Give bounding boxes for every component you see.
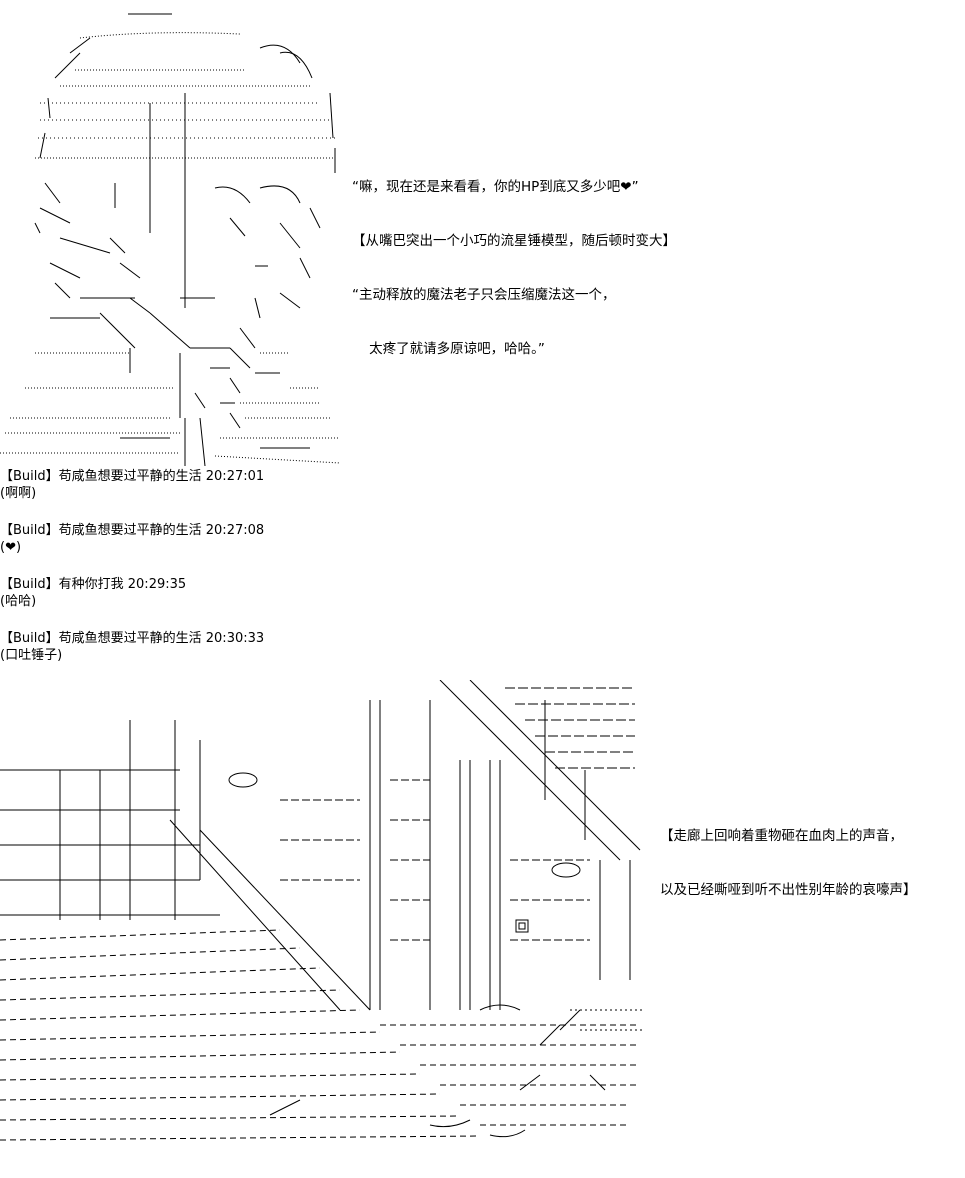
chat-body: (口吐锤子) <box>0 648 63 663</box>
dialogue-line: 【从嘴巴突出一个小巧的流星锤模型，随后顿时变大】 <box>352 233 676 249</box>
chat-body: (啊啊) <box>0 486 37 501</box>
dialogue-line: “嘛，现在还是来看看，你的HP到底又多少吧❤” <box>352 179 639 195</box>
chat-header: 【Build】有种你打我 20:29:35 <box>0 577 187 592</box>
dialogue-text: “嘛，现在还是来看看，你的HP到底又多少吧❤” 【从嘴巴突出一个小巧的流星锤模型… <box>352 142 752 376</box>
character-ascii-art <box>0 8 345 466</box>
chat-body: (❤) <box>0 540 22 555</box>
corridor-ascii-art-drawing <box>0 680 645 1141</box>
chat-entry: 【Build】有种你打我 20:29:35 (哈哈) <box>0 576 340 610</box>
scene-caption: 【走廊上回响着重物砸在血肉上的声音， 以及已经嘶哑到听不出性别年龄的哀嚎声】 <box>660 791 965 917</box>
character-ascii-art-drawing <box>0 13 341 466</box>
dialogue-line: “主动释放的魔法老子只会压缩魔法这一个， <box>352 287 616 303</box>
chat-entry: 【Build】苟咸鱼想要过平静的生活 20:27:01 (啊啊) <box>0 468 340 502</box>
dialogue-line: 太疼了就请多原谅吧，哈哈。” <box>352 341 545 357</box>
chat-entry: 【Build】苟咸鱼想要过平静的生活 20:30:33 (口吐锤子) <box>0 630 340 664</box>
corridor-ascii-art <box>0 680 650 1155</box>
chat-log: 【Build】苟咸鱼想要过平静的生活 20:27:01 (啊啊) 【Build】… <box>0 468 340 684</box>
caption-line: 以及已经嘶哑到听不出性别年龄的哀嚎声】 <box>660 882 917 898</box>
chat-header: 【Build】苟咸鱼想要过平静的生活 20:27:08 <box>0 523 265 538</box>
chat-header: 【Build】苟咸鱼想要过平静的生活 20:27:01 <box>0 469 265 484</box>
chat-body: (哈哈) <box>0 594 37 609</box>
chat-entry: 【Build】苟咸鱼想要过平静的生活 20:27:08 (❤) <box>0 522 340 556</box>
caption-line: 【走廊上回响着重物砸在血肉上的声音， <box>660 828 903 844</box>
chat-header: 【Build】苟咸鱼想要过平静的生活 20:30:33 <box>0 631 265 646</box>
